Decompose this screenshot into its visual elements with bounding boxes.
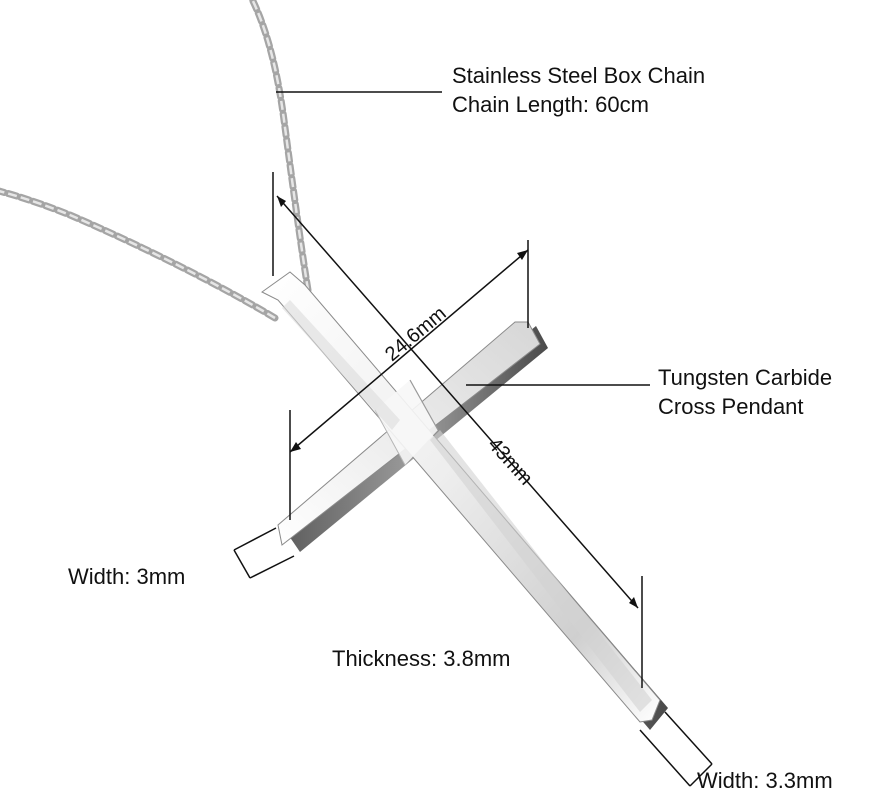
chain-length: Chain Length: 60cm [452,92,649,117]
crossbar-dimension [289,240,529,520]
width-left-dimension [233,527,295,579]
pendant-type: Cross Pendant [658,394,804,419]
pendant-callout: Tungsten Carbide Cross Pendant [658,363,832,421]
arrowhead [277,196,286,207]
leader-lines [276,91,650,386]
crossbar-length-label: 24.6mm [381,303,450,366]
pendant-material: Tungsten Carbide [658,365,833,390]
thickness-label: Thickness: 3.8mm [332,646,511,671]
cross-pendant [261,271,668,730]
chain-material: Stainless Steel Box Chain [452,63,706,88]
arrowhead [517,250,528,260]
chain-callout: Stainless Steel Box Chain Chain Length: … [452,61,705,119]
arrowhead [290,442,301,452]
cross-height-label: 43mm [483,434,537,490]
height-dimension [272,172,643,688]
width-right-dimension [639,711,713,787]
width-left-label: Width: 3mm [68,564,186,589]
chain-strand-right [248,0,312,294]
arrowhead [629,597,638,608]
chain-strand-left [0,187,279,322]
width-right-label: Width: 3.3mm [697,768,833,793]
